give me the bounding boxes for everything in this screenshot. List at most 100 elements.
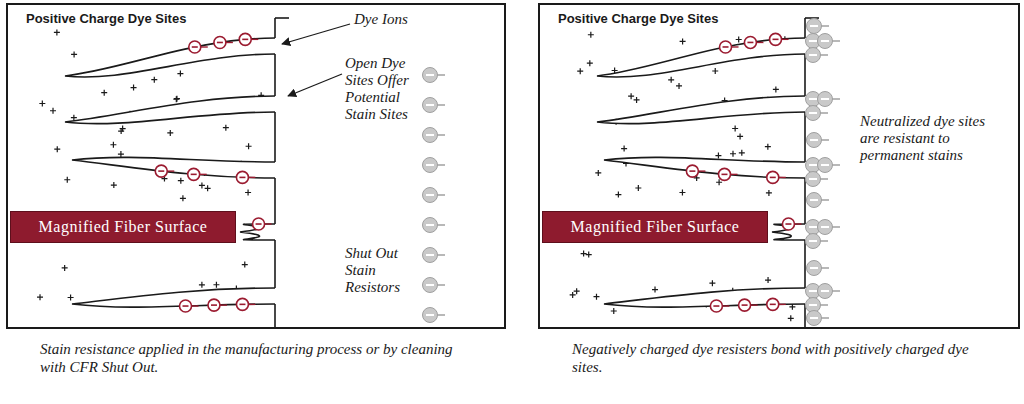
plus-charge xyxy=(615,192,621,198)
plus-charge xyxy=(737,133,743,139)
dye-ion xyxy=(208,299,227,311)
stain-resistor xyxy=(423,158,446,173)
fiber-surface xyxy=(274,240,276,288)
plus-charge xyxy=(177,71,183,77)
plus-charge xyxy=(680,38,686,44)
plus-charge xyxy=(621,146,627,152)
stain-resistor xyxy=(818,92,841,107)
dye-ion xyxy=(189,41,208,53)
dye-ion xyxy=(767,171,786,183)
plus-charge xyxy=(205,185,211,191)
fiber-surface xyxy=(804,18,806,38)
dye-ion xyxy=(236,298,255,310)
plus-charge xyxy=(736,36,742,42)
plus-charge xyxy=(37,294,43,300)
stain-resistor xyxy=(818,284,841,299)
plus-charge xyxy=(765,144,771,150)
stain-resistor xyxy=(806,172,829,187)
banner-label: Magnified Fiber Surface xyxy=(571,218,740,236)
leader-line xyxy=(288,74,342,96)
stain-resistor xyxy=(818,220,841,235)
fiber-pore xyxy=(72,288,275,307)
stain-resistor xyxy=(818,158,841,173)
stain-resistor xyxy=(423,248,446,263)
plus-charge xyxy=(732,125,738,131)
stain-resistor xyxy=(806,106,829,121)
stain-resistor xyxy=(423,278,446,293)
plus-charge xyxy=(174,96,180,102)
stain-resistor xyxy=(807,311,830,326)
plus-charge xyxy=(131,85,137,91)
fiber-drawing xyxy=(37,18,445,327)
plus-charge xyxy=(587,60,593,66)
surface-banner: Magnified Fiber Surface xyxy=(10,211,236,243)
dye-ion xyxy=(782,218,801,230)
plus-charge xyxy=(64,177,70,183)
plus-charge xyxy=(242,262,248,268)
dye-ion xyxy=(180,300,199,312)
fiber-pore xyxy=(65,96,275,124)
plus-charge xyxy=(766,190,772,196)
plus-charge xyxy=(151,77,157,83)
stain-resistor xyxy=(807,133,830,148)
fiber-surface xyxy=(804,178,806,224)
plus-charge xyxy=(593,294,599,300)
plus-charge xyxy=(586,252,592,258)
dye-ion xyxy=(744,36,763,48)
plus-charge xyxy=(574,288,580,294)
stain-resistor xyxy=(423,128,446,143)
plus-charge xyxy=(715,153,721,159)
stain-resistor xyxy=(423,98,446,113)
fiber-surface xyxy=(274,112,276,162)
stain-resistor xyxy=(423,188,446,203)
stain-resistor xyxy=(423,68,446,83)
fiber-drawing xyxy=(570,18,840,327)
plus-charge xyxy=(111,182,117,188)
plus-charge xyxy=(570,292,576,298)
plus-charge xyxy=(676,83,682,89)
plus-charge xyxy=(118,128,124,134)
fiber-surface xyxy=(804,54,806,96)
plus-charge xyxy=(246,143,252,149)
plus-charge xyxy=(611,308,617,314)
plus-charge xyxy=(54,146,60,152)
fiber-surface xyxy=(274,178,276,224)
callout-label: Dye Ions xyxy=(354,11,464,28)
stain-resistor xyxy=(807,19,830,34)
dye-ion xyxy=(710,300,729,312)
stain-resistor xyxy=(806,48,829,63)
callout-label: Open Dye Sites Offer Potential Stain Sit… xyxy=(345,55,421,123)
callout-label: Neutralized dye sites are resistant to p… xyxy=(860,113,1000,164)
stain-resistor xyxy=(423,218,446,233)
plus-charge xyxy=(634,97,640,103)
fiber-surface xyxy=(804,240,806,288)
plus-charge xyxy=(730,151,736,157)
plus-charge xyxy=(773,86,779,92)
plus-charge xyxy=(180,195,186,201)
plus-charge xyxy=(213,282,219,288)
plus-charge xyxy=(39,101,45,107)
figure-caption: Negatively charged dye resisters bond wi… xyxy=(572,340,972,376)
plus-charge xyxy=(577,68,583,74)
plus-charge xyxy=(54,29,60,35)
dye-ion xyxy=(686,165,705,177)
plus-charge xyxy=(167,130,173,136)
stain-resistor xyxy=(818,34,841,49)
dye-ion xyxy=(236,171,255,183)
plus-charge xyxy=(101,90,107,96)
dye-ion xyxy=(718,168,737,180)
fiber-surface xyxy=(275,17,289,19)
plus-charge xyxy=(765,277,771,283)
dye-ion xyxy=(767,298,786,310)
stain-resistor xyxy=(807,193,830,208)
dye-ion xyxy=(214,36,233,48)
dye-ion xyxy=(720,41,739,53)
fiber-surface xyxy=(804,112,806,162)
callout-label: Shut Out Stain Resistors xyxy=(345,245,421,296)
plus-charge xyxy=(71,51,77,57)
plus-charge xyxy=(199,182,205,188)
diagram-panel: Magnified Fiber SurfacePositive Charge D… xyxy=(6,3,506,329)
plus-charge xyxy=(595,170,601,176)
plus-charge xyxy=(110,142,116,148)
plus-charge xyxy=(712,68,718,74)
